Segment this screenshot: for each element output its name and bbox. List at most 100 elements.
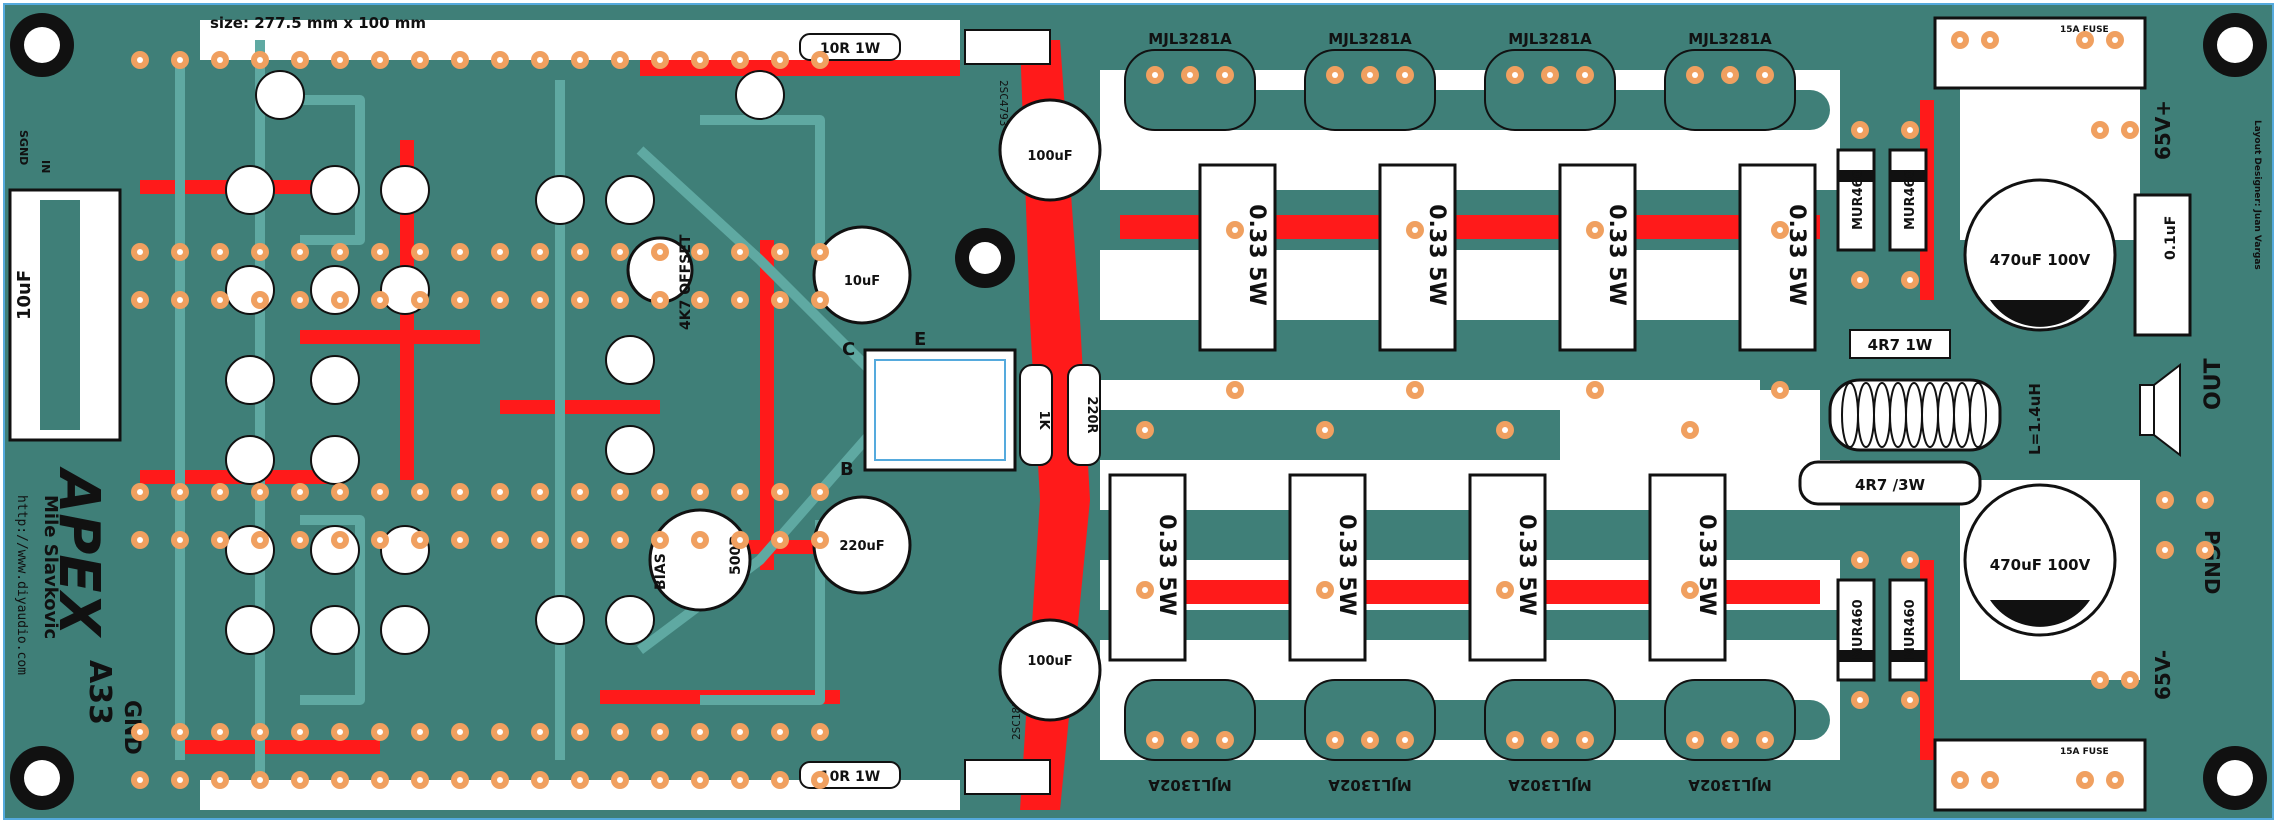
base-label: B	[840, 459, 854, 480]
pad-hole	[1222, 737, 1228, 743]
input-capacitor: 10uF	[8, 188, 122, 442]
vneg-label: 65V-	[2151, 650, 2175, 700]
pad-hole	[2127, 677, 2133, 683]
pad-hole	[737, 297, 743, 303]
pad-hole	[1592, 387, 1598, 393]
pad-hole	[2162, 547, 2168, 553]
output-network: 4R7 1W L=1.4uH 4R7 /3W	[1798, 329, 2044, 506]
pad-hole	[697, 537, 703, 543]
pad-hole	[737, 729, 743, 735]
pad-hole	[177, 297, 183, 303]
pad-hole	[2082, 777, 2088, 783]
input-cap-label: 10uF	[14, 270, 35, 320]
pad-hole	[377, 729, 383, 735]
transistor-label: MJL1302A	[1688, 776, 1772, 794]
pad-hole	[577, 729, 583, 735]
pad-hole	[1502, 427, 1508, 433]
emitter-res-label: 0.33 5W	[1694, 514, 1719, 616]
pad-hole	[217, 57, 223, 63]
pad-hole	[337, 297, 343, 303]
transistor-label: MJL3281A	[1508, 30, 1592, 48]
pad-hole	[1502, 587, 1508, 593]
pad-hole	[657, 297, 663, 303]
pad-hole	[497, 729, 503, 735]
pad-hole	[657, 57, 663, 63]
pad-hole	[737, 777, 743, 783]
pad-hole	[217, 489, 223, 495]
pad-hole	[217, 729, 223, 735]
pad-hole	[777, 777, 783, 783]
pad-hole	[657, 537, 663, 543]
pad-hole	[617, 729, 623, 735]
pad-hole	[777, 729, 783, 735]
pad-hole	[577, 777, 583, 783]
pad-hole	[417, 489, 423, 495]
vpos-label: 65V+	[2151, 100, 2175, 160]
cap-label: 220uF	[839, 539, 884, 554]
transistor-label: MJL1302A	[1148, 776, 1232, 794]
pad-hole	[457, 249, 463, 255]
collector-label: C	[842, 339, 855, 360]
pad-hole	[577, 489, 583, 495]
pad-hole	[1592, 227, 1598, 233]
r10-label: 10R 1W	[820, 41, 880, 57]
rectifier-diodes: MUR460 MUR460 MUR460 MUR460	[1836, 148, 1928, 682]
pad-hole	[497, 57, 503, 63]
pad-hole	[1857, 277, 1863, 283]
diode-label: MUR460	[1851, 599, 1866, 660]
pad-hole	[417, 777, 423, 783]
pad-hole	[177, 777, 183, 783]
emitter-res-label: 0.33 5W	[1604, 204, 1629, 306]
pad-hole	[217, 537, 223, 543]
pad-hole	[1987, 777, 1993, 783]
fuse-label: 15A FUSE	[2060, 747, 2109, 757]
pad-hole	[257, 537, 263, 543]
pad-hole	[1152, 737, 1158, 743]
cap-label: 100uF	[1027, 654, 1072, 669]
emitter-resistors-top: 0.33 5W 0.33 5W 0.33 5W 0.33 5W	[1198, 163, 1817, 352]
pad-hole	[257, 729, 263, 735]
pad-hole	[1187, 737, 1193, 743]
pad-hole	[417, 537, 423, 543]
driver-heatsink	[863, 348, 1017, 472]
pad-hole	[1367, 72, 1373, 78]
copper-pads	[131, 31, 2214, 789]
pad-hole	[577, 249, 583, 255]
emitter-res-label: 0.33 5W	[1334, 514, 1359, 616]
pad-hole	[617, 537, 623, 543]
pad-hole	[1777, 227, 1783, 233]
pad-hole	[337, 489, 343, 495]
pad-hole	[697, 57, 703, 63]
pad-hole	[137, 777, 143, 783]
emitter-res-label: 0.33 5W	[1424, 204, 1449, 306]
pad-hole	[1582, 72, 1588, 78]
bias-label: BIAS	[653, 553, 669, 590]
pad-hole	[1142, 427, 1148, 433]
pad-hole	[1402, 737, 1408, 743]
cap-label: 470uF 100V	[1990, 251, 2091, 269]
driver-transistors: 2SC4793 2SC1837	[964, 29, 1051, 795]
pad-hole	[1412, 227, 1418, 233]
pad-hole	[297, 297, 303, 303]
pad-hole	[737, 537, 743, 543]
pad-hole	[1322, 427, 1328, 433]
board-size-label: size: 277.5 mm x 100 mm	[210, 14, 426, 32]
transistor-label: MJL3281A	[1328, 30, 1412, 48]
pad-hole	[577, 297, 583, 303]
pad-hole	[337, 729, 343, 735]
cap-label: 10uF	[844, 274, 880, 289]
pad-hole	[817, 249, 823, 255]
pad-hole	[1687, 587, 1693, 593]
speaker-icon	[2139, 362, 2181, 458]
pad-hole	[377, 297, 383, 303]
pad-hole	[697, 729, 703, 735]
emitter-res-label: 0.33 5W	[1244, 204, 1269, 306]
output-cap: 0.1uF	[2133, 193, 2192, 337]
diode-label: MUR460	[1851, 169, 1866, 230]
output-cap-label: 0.1uF	[2163, 216, 2179, 260]
pad-hole	[2097, 677, 2103, 683]
electrolytic-caps: 100uF 100uF 10uF 220uF 470uF 100V 470uF …	[812, 98, 2117, 722]
model-label: A33	[82, 660, 117, 725]
pad-hole	[1907, 277, 1913, 283]
transistor-label: MJL3281A	[1688, 30, 1772, 48]
